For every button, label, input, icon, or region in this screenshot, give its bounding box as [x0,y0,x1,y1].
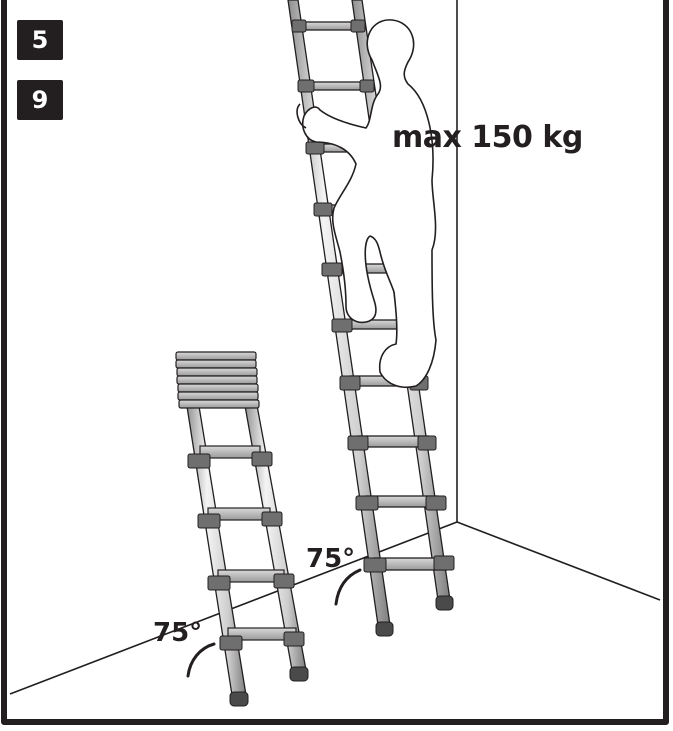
collapsed-ladder [175,351,309,707]
angle-arcs [186,568,362,678]
collapsed-ladder-rungs [199,445,297,641]
collapsed-ladder-collars [187,451,305,651]
angle-arc-right [334,568,362,606]
collapsed-ladder-left-rail [185,399,247,696]
room-lines [9,0,661,695]
angle-label-collapsed-ladder: 75° [153,618,203,648]
collapsed-ladder-stack [175,351,260,409]
max-load-label: max 150 kg [392,120,583,155]
angle-arc-left [186,642,216,678]
angle-label-extended-ladder: 75° [306,544,356,574]
extended-ladder-feet [375,595,454,637]
collapsed-ladder-feet [229,666,309,707]
step-badge-second: 9 [17,80,63,120]
person-climbing [296,19,437,388]
step-badge-first: 5 [17,20,63,60]
